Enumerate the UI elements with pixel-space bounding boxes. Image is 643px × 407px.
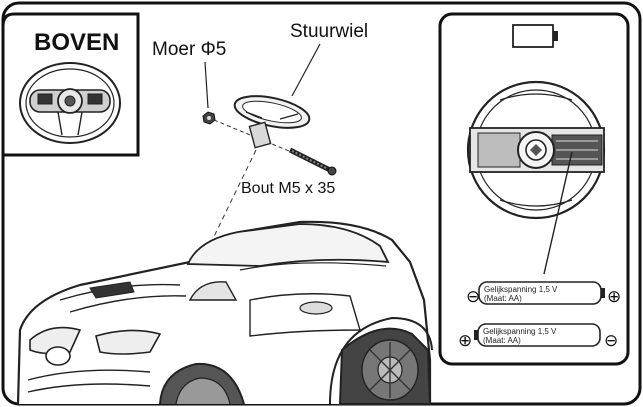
battery-2-right-sign: ⊖: [604, 331, 618, 350]
top-view-inset: BOVEN: [1, 12, 140, 157]
front-wheel: [159, 362, 245, 405]
steering-wheel-label: Stuurwiel: [290, 21, 368, 42]
battery-1-voltage: Gelijkspanning 1,5 V: [484, 285, 558, 294]
top-view-steering-wheel-icon: [19, 62, 121, 144]
battery-2: ⊕ Gelijkspanning 1,5 V (Maat: AA) ⊖: [458, 323, 618, 350]
battery-leader-line: [543, 151, 573, 275]
battery-1: ⊖ Gelijkspanning 1,5 V (Maat: AA) ⊕: [466, 281, 621, 306]
nut-leader-line: [204, 61, 209, 109]
battery-icon: [512, 24, 558, 48]
steering-wheel-rear-view: [466, 80, 606, 220]
steering-wheel-icon: [233, 95, 311, 149]
steering-wheel-leader-line: [291, 43, 321, 97]
battery-panel: ⊖ Gelijkspanning 1,5 V (Maat: AA) ⊕ ⊕ Ge…: [438, 12, 630, 366]
battery-1-right-sign: ⊕: [607, 287, 621, 306]
nut-label: Moer Φ5: [152, 39, 226, 60]
ride-on-car-illustration: [16, 220, 433, 405]
battery-panel-frame: [438, 12, 630, 366]
battery-1-size: (Maat: AA): [484, 294, 522, 303]
battery-2-left-sign: ⊕: [458, 331, 472, 350]
battery-1-left-sign: ⊖: [466, 287, 480, 306]
battery-2-size: (Maat: AA): [483, 336, 521, 345]
inset-title: BOVEN: [34, 29, 119, 56]
steering-wheel-assembly: Moer Φ5 Stuurwiel Bout M5 x 35: [152, 21, 368, 291]
bolt-icon: [288, 147, 337, 176]
rear-wheel: [338, 327, 432, 405]
battery-2-voltage: Gelijkspanning 1,5 V: [483, 327, 557, 336]
bolt-label: Bout M5 x 35: [241, 180, 335, 197]
